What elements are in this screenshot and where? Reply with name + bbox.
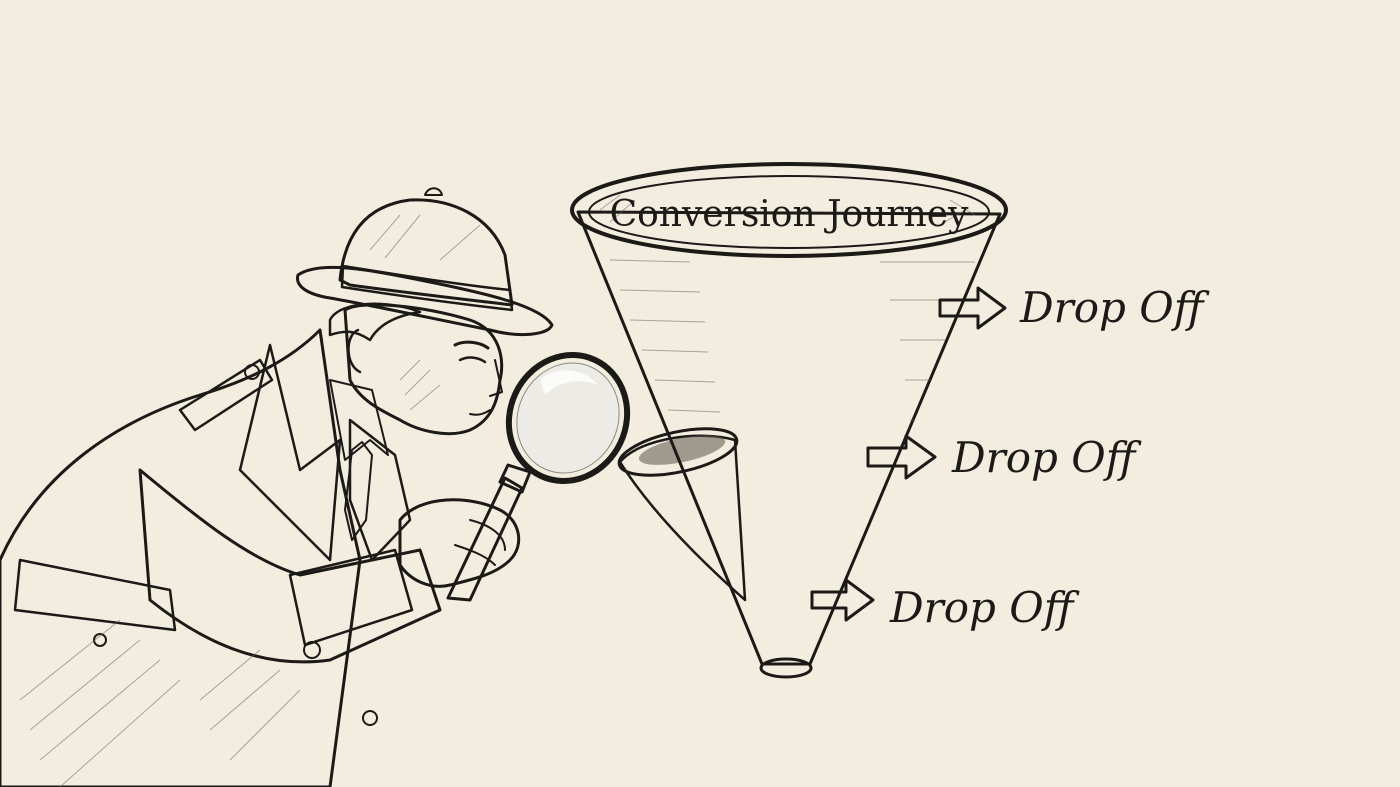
funnel-icon: Conversion Journey <box>570 162 1008 679</box>
detective-icon <box>0 187 554 787</box>
magnifying-glass-icon <box>398 352 631 602</box>
funnel-title: Conversion Journey <box>610 194 970 235</box>
arrow-right-icon <box>938 286 1007 330</box>
arrow-right-icon <box>810 578 875 622</box>
drop-off-label: Drop Off <box>1019 283 1210 332</box>
drop-off-2: Drop Off <box>866 433 1142 482</box>
drop-off-1: Drop Off <box>938 283 1210 332</box>
drop-off-3: Drop Off <box>810 578 1080 632</box>
drop-off-label: Drop Off <box>951 433 1142 482</box>
drop-off-label: Drop Off <box>889 583 1080 632</box>
arrow-right-icon <box>866 434 937 480</box>
